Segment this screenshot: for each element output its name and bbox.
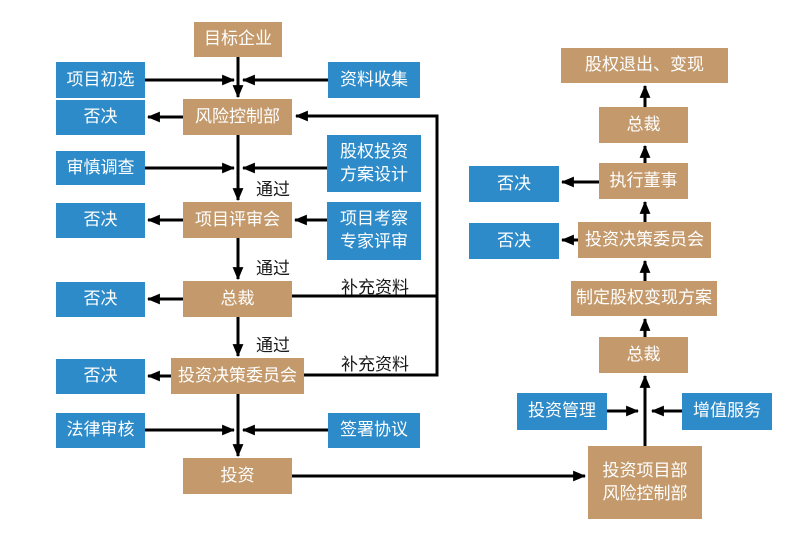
node-president-mgmt: 总裁 (599, 337, 688, 373)
edge-label-pass-2: 通过 (256, 259, 290, 278)
edge-label-supplement-2: 补充资料 (341, 355, 409, 374)
node-investment-mgmt: 投资管理 (517, 393, 607, 430)
node-project-review-board: 项目评审会 (183, 202, 292, 238)
node-due-diligence: 审慎调查 (56, 151, 145, 185)
node-target-company: 目标企业 (194, 22, 282, 57)
node-value-added-service: 增值服务 (682, 393, 772, 430)
edge-label-pass-3: 通过 (256, 336, 290, 355)
node-reject-5: 否决 (469, 166, 559, 202)
node-project-screening: 项目初选 (56, 62, 145, 98)
node-data-collection: 资料收集 (328, 62, 420, 98)
arrows-reject-right (560, 176, 599, 246)
node-executive-director: 执行董事 (599, 163, 688, 199)
node-reject-1: 否决 (56, 100, 145, 135)
edge-label-supplement-1: 补充资料 (341, 278, 409, 297)
node-reject-4: 否决 (56, 359, 145, 394)
node-legal-review: 法律审核 (56, 413, 145, 448)
node-exit-plan: 制定股权变现方案 (571, 281, 717, 316)
node-president: 总裁 (183, 281, 292, 317)
arrows-reject-left (146, 111, 183, 382)
arrows-main-flow (232, 57, 587, 482)
node-invest: 投资 (183, 458, 292, 494)
feedback-supplement-loop (292, 110, 439, 377)
node-reject-6: 否决 (469, 223, 559, 259)
node-president-exit: 总裁 (599, 107, 688, 143)
edge-label-pass-1: 通过 (256, 180, 290, 199)
node-reject-2: 否决 (56, 203, 145, 238)
node-equity-plan-design: 股权投资 方案设计 (327, 135, 421, 192)
node-committee-exit: 投资决策委员会 (578, 222, 711, 258)
arrows-exit-flow (607, 84, 682, 446)
node-risk-control-dept: 风险控制部 (183, 99, 292, 135)
node-investment-committee: 投资决策委员会 (171, 358, 304, 394)
node-sign-agreement: 签署协议 (328, 413, 420, 448)
arrows-side-inputs (145, 74, 328, 436)
node-reject-3: 否决 (56, 282, 145, 317)
node-expert-review: 项目考察 专家评审 (327, 202, 421, 260)
node-equity-exit: 股权退出、变现 (561, 48, 728, 83)
node-project-dept: 投资项目部 风险控制部 (588, 446, 702, 519)
